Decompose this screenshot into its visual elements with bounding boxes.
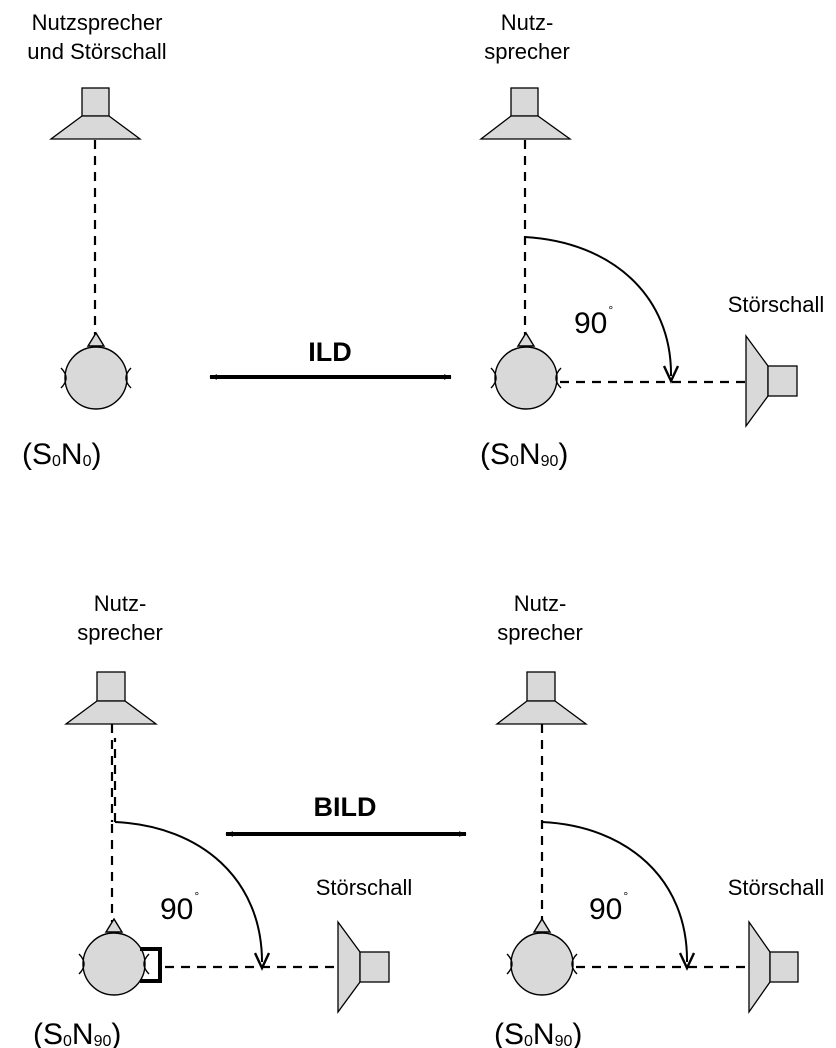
condition-label-s0n0: (S0N0) bbox=[22, 438, 101, 471]
condition-label-s0n90: (S0N90) bbox=[494, 1018, 582, 1048]
label-sprecher: sprecher bbox=[497, 620, 583, 645]
listener-head-icon bbox=[60, 331, 132, 410]
label-sprecher: sprecher bbox=[484, 39, 570, 64]
label-ild: ILD bbox=[308, 337, 352, 367]
label-stoerschall: Störschall bbox=[728, 875, 825, 900]
listener-head-icon bbox=[78, 917, 150, 996]
label-nutz: Nutz- bbox=[94, 591, 147, 616]
angle-label: 90° bbox=[589, 889, 628, 926]
speaker-icon bbox=[49, 87, 142, 140]
speaker-icon bbox=[495, 671, 588, 725]
label-nutzsprecher: Nutzsprecher bbox=[32, 10, 163, 35]
arrowhead-icon bbox=[662, 365, 680, 384]
listener-head-icon bbox=[490, 331, 562, 410]
ild-comparison: ILD bbox=[209, 337, 452, 380]
angle-arc bbox=[114, 821, 263, 963]
angle-label: 90° bbox=[160, 889, 199, 926]
panel-s0n0: Nutzsprecher und Störschall (S0N0) bbox=[22, 10, 167, 471]
label-stoerschall: Störschall bbox=[316, 875, 413, 900]
speaker-icon bbox=[745, 334, 798, 428]
speaker-icon bbox=[479, 87, 573, 140]
label-und-stoerschall: und Störschall bbox=[27, 39, 166, 64]
label-nutz: Nutz- bbox=[514, 591, 567, 616]
panel-s0n90-monaural: Nutz- sprecher 90° Störschall (S0N90) bbox=[479, 10, 825, 471]
label-sprecher: sprecher bbox=[77, 620, 163, 645]
listener-head-icon bbox=[506, 917, 578, 996]
speaker-icon bbox=[64, 671, 158, 725]
bild-comparison: BILD bbox=[225, 792, 467, 837]
label-bild: BILD bbox=[314, 792, 377, 822]
angle-arc bbox=[524, 236, 673, 377]
label-stoerschall: Störschall bbox=[728, 292, 825, 317]
arrowhead-icon bbox=[678, 952, 696, 971]
condition-label-s0n90: (S0N90) bbox=[480, 438, 568, 471]
panel-s0n90-ear-blocked: Nutz- sprecher 90° Störschall (S0N90) bbox=[33, 591, 412, 1048]
angle-arc bbox=[541, 821, 689, 963]
ear-plug-icon bbox=[140, 947, 162, 983]
condition-label-s0n90: (S0N90) bbox=[33, 1018, 121, 1048]
speaker-icon bbox=[337, 920, 390, 1014]
panel-s0n90-binaural: Nutz- sprecher 90° Störschall (S0N90) bbox=[494, 591, 824, 1048]
angle-label: 90° bbox=[574, 303, 613, 340]
label-nutz: Nutz- bbox=[501, 10, 554, 35]
speaker-icon bbox=[748, 919, 799, 1015]
